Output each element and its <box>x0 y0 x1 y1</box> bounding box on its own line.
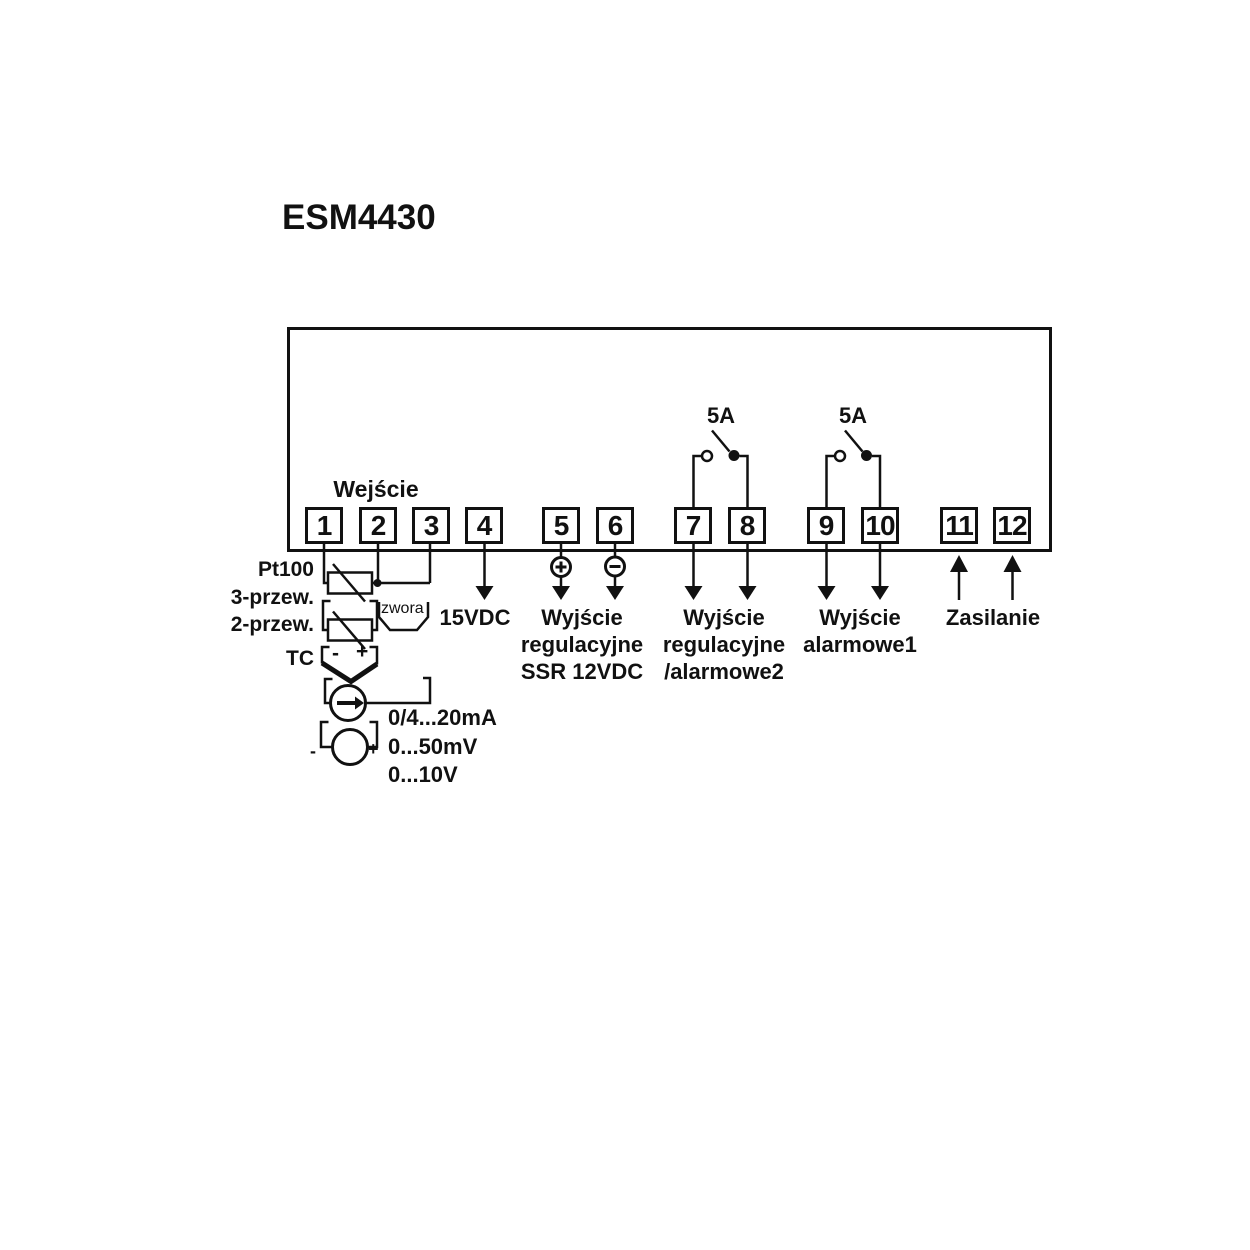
terminal-4: 4 <box>465 507 503 544</box>
alarm1-label: Wyjście alarmowe1 <box>770 604 950 658</box>
terminal-3: 3 <box>412 507 450 544</box>
terminal-8: 8 <box>728 507 766 544</box>
output1-label: Wyjście regulacyjne SSR 12VDC <box>492 604 672 685</box>
v-range-label: 0...10V <box>388 762 458 787</box>
two-wire-label: 2-przew. <box>230 613 314 636</box>
terminal4-arrow <box>475 544 494 600</box>
terminal-1: 1 <box>305 507 343 544</box>
open-contact-icon <box>700 449 714 463</box>
output1-line1: Wyjście <box>541 605 623 630</box>
pt100-2wire-wiring <box>321 599 379 650</box>
terminal6-minus-arrow <box>604 544 626 600</box>
alarm1-line1: Wyjście <box>819 605 901 630</box>
page-title: ESM4430 <box>282 198 436 237</box>
current-range-label: 0/4...20mA <box>388 705 497 730</box>
voltage-source-symbol <box>319 720 379 766</box>
relay1-rating-label: 5A <box>706 403 736 428</box>
rtd-resistor-icon <box>326 571 374 595</box>
up-arrow-icon <box>950 555 968 572</box>
power-supply-arrows <box>950 555 1022 600</box>
tc-plus-sign: + <box>356 640 369 663</box>
thermocouple-symbol <box>320 645 379 685</box>
terminal9-10-arrows <box>817 544 889 600</box>
up-arrow-icon <box>1003 555 1022 572</box>
down-arrow-icon <box>552 586 570 600</box>
tc-label: TC <box>286 647 314 670</box>
down-arrow-icon <box>606 586 624 600</box>
tc-minus-sign: - <box>332 642 339 665</box>
output2-label: Wyjście regulacyjne /alarmowe2 <box>634 604 814 685</box>
output2-line3: /alarmowe2 <box>664 659 784 684</box>
device-outline <box>287 327 1052 552</box>
junction-dot <box>373 579 382 587</box>
pt100-3wire-wiring <box>322 544 432 603</box>
jumper-symbol <box>377 602 430 632</box>
down-arrow-icon <box>817 586 836 600</box>
current-source-symbol <box>323 676 432 722</box>
terminal-9: 9 <box>807 507 845 544</box>
mv-minus-sign: - <box>310 741 316 761</box>
relay-switch-1-icon <box>692 429 749 507</box>
terminal5-plus-arrow <box>550 544 572 600</box>
terminal-10: 10 <box>861 507 899 544</box>
terminal-11: 11 <box>940 507 978 544</box>
down-arrow-icon <box>475 586 494 600</box>
three-wire-label: 3-przew. <box>230 586 314 609</box>
relay-switch-2-icon <box>825 429 882 507</box>
right-arrow-icon <box>355 696 364 710</box>
terminal-6: 6 <box>596 507 634 544</box>
output1-line2: regulacyjne <box>520 632 644 657</box>
output1-line3: SSR 12VDC <box>520 659 644 684</box>
closed-contact-icon <box>861 450 872 461</box>
supply-out-label: 15VDC <box>439 605 511 630</box>
output2-line2: regulacyjne <box>662 632 786 657</box>
down-arrow-icon <box>684 586 703 600</box>
mv-range-label: 0...50mV <box>388 734 478 759</box>
mv-plus-sign: + <box>368 739 379 759</box>
terminal-7: 7 <box>674 507 712 544</box>
input-group-label: Wejście <box>333 476 419 502</box>
open-contact-icon <box>833 449 847 463</box>
terminal7-8-arrows <box>684 544 757 600</box>
closed-contact-icon <box>728 450 740 461</box>
terminal-5: 5 <box>542 507 580 544</box>
alarm1-line2: alarmowe1 <box>803 632 917 657</box>
pt100-label: Pt100 <box>257 558 314 581</box>
down-arrow-icon <box>738 586 757 600</box>
terminal-12: 12 <box>993 507 1031 544</box>
down-arrow-icon <box>871 586 889 600</box>
terminal-2: 2 <box>359 507 397 544</box>
rtd-resistor-icon <box>326 618 374 642</box>
output2-line1: Wyjście <box>683 605 765 630</box>
power-label: Zasilanie <box>945 605 1041 630</box>
jumper-label: zwora <box>381 600 424 617</box>
relay2-rating-label: 5A <box>838 403 868 428</box>
